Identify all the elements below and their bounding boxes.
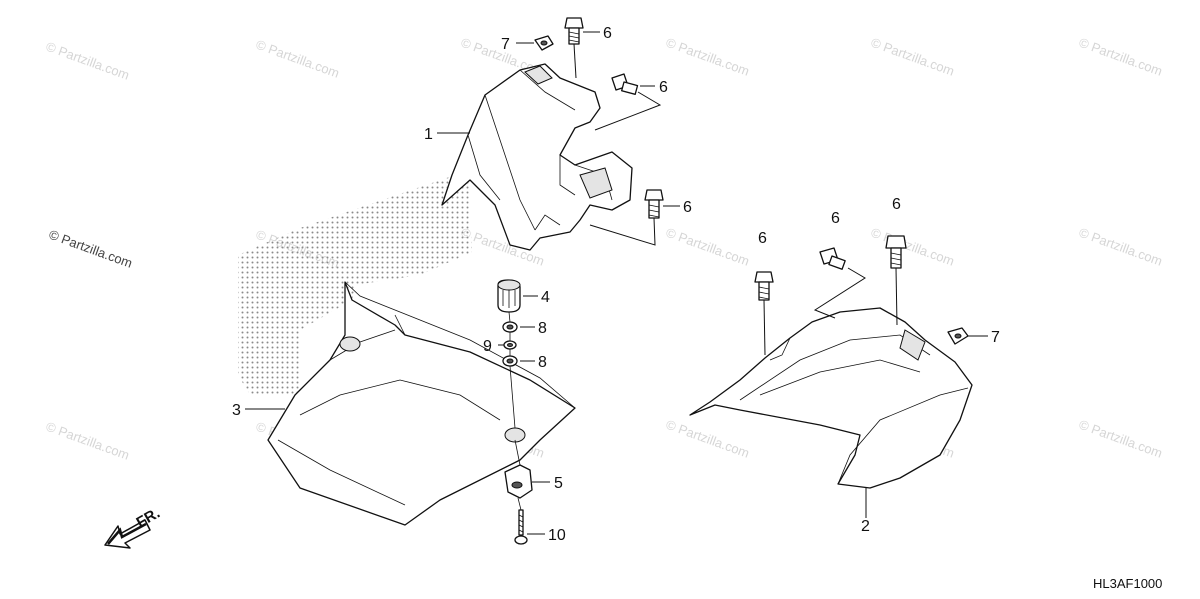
part-6-bolt-right-b[interactable] — [813, 247, 866, 319]
callout-8: 8 — [538, 354, 547, 371]
dotted-decal — [238, 170, 472, 395]
part-4-knob[interactable] — [497, 279, 521, 313]
callout-6: 6 — [603, 25, 612, 42]
watermark-text: © Partzilla.com — [664, 35, 751, 79]
callout-5: 5 — [554, 475, 563, 492]
part-6-bolt-upper-right[interactable] — [594, 73, 662, 131]
watermark-text: © Partzilla.com — [47, 227, 134, 271]
part-6-bolt-right-c[interactable] — [885, 235, 907, 326]
watermark-text: © Partzilla.com — [869, 35, 956, 79]
watermark-layer: © Partzilla.com © Partzilla.com © Partzi… — [44, 35, 1164, 463]
part-2-right-cover[interactable] — [689, 307, 973, 489]
part-1-upper-cover[interactable] — [441, 63, 633, 251]
front-direction-indicator: FR. — [104, 505, 163, 549]
part-8-washer-upper[interactable] — [502, 321, 518, 333]
callout-6: 6 — [758, 230, 767, 247]
callout-1: 1 — [424, 126, 433, 143]
watermark-text: © Partzilla.com — [1077, 35, 1164, 79]
part-6-bolt-right-a[interactable] — [754, 271, 774, 356]
callout-10: 10 — [548, 527, 566, 544]
part-6-bolt-mid[interactable] — [589, 189, 664, 246]
part-6-bolt-top[interactable] — [564, 17, 584, 79]
callout-6: 6 — [892, 196, 901, 213]
part-10-screw[interactable] — [514, 497, 528, 545]
callout-9: 9 — [483, 338, 492, 355]
watermark-text: © Partzilla.com — [44, 419, 131, 463]
watermark-text: © Partzilla.com — [664, 225, 751, 269]
callout-3: 3 — [232, 402, 241, 419]
callout-6: 6 — [659, 79, 668, 96]
leader-lines — [245, 31, 988, 535]
part-5-clip[interactable] — [504, 439, 533, 499]
watermark-text: © Partzilla.com — [44, 39, 131, 83]
diagram-code: HL3AF1000 — [1093, 576, 1162, 591]
callout-8: 8 — [538, 320, 547, 337]
callout-7: 7 — [991, 329, 1000, 346]
part-7-nut-right[interactable] — [947, 327, 969, 345]
part-9-collar[interactable] — [503, 340, 517, 350]
callout-6: 6 — [831, 210, 840, 227]
part-3-front-cover[interactable] — [267, 281, 576, 526]
callout-labels: 1 2 3 4 5 6 6 6 6 6 6 7 7 8 8 9 10 — [232, 25, 1000, 544]
watermark-text: © Partzilla.com — [869, 225, 956, 269]
assembly-axis-line — [508, 311, 516, 429]
callout-6: 6 — [683, 199, 692, 216]
part-8-washer-lower[interactable] — [502, 355, 518, 367]
part-7-nut-left[interactable] — [534, 35, 554, 51]
watermark-text: © Partzilla.com — [664, 417, 751, 461]
callout-4: 4 — [541, 289, 550, 306]
watermark-text: © Partzilla.com — [1077, 225, 1164, 269]
callout-7: 7 — [501, 36, 510, 53]
watermark-text: © Partzilla.com — [1077, 417, 1164, 461]
callout-2: 2 — [861, 518, 870, 535]
watermark-text: © Partzilla.com — [254, 37, 341, 81]
